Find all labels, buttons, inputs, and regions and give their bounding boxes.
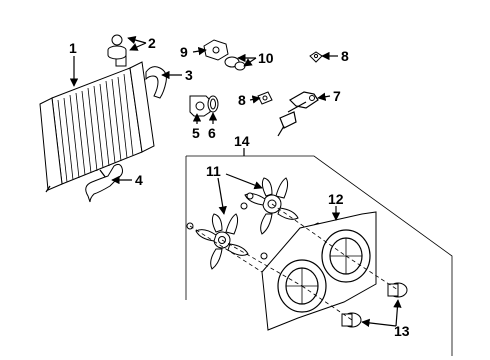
callout-13: 13 xyxy=(394,323,410,339)
gasket-small-left xyxy=(257,91,273,105)
leader-lines xyxy=(69,35,402,328)
callout-11: 11 xyxy=(206,163,221,179)
fan-motor-lower xyxy=(341,312,362,328)
lower-hose xyxy=(85,163,123,203)
callout-14: 14 xyxy=(234,133,250,149)
callout-labels: 1 2 3 4 5 6 7 8 8 9 10 11 12 13 14 xyxy=(69,35,410,339)
callout-8-left: 8 xyxy=(238,92,246,108)
callout-6: 6 xyxy=(208,125,216,141)
callout-9: 9 xyxy=(180,44,188,60)
fan-blade-upper xyxy=(244,177,299,235)
thermostat xyxy=(224,56,246,71)
callout-5: 5 xyxy=(192,125,200,141)
callout-10: 10 xyxy=(258,50,274,66)
callout-2: 2 xyxy=(148,35,156,51)
fan-shroud xyxy=(261,211,377,331)
callout-3: 3 xyxy=(185,67,193,83)
fan-assembly-box xyxy=(185,155,453,356)
radiator-cap xyxy=(107,34,127,60)
callout-12: 12 xyxy=(328,191,344,207)
thermostat-housing xyxy=(189,95,211,117)
callout-1: 1 xyxy=(69,40,77,56)
fan-blade-lower xyxy=(195,213,249,270)
water-outlet-tubes xyxy=(277,91,319,137)
thermostat-gasket xyxy=(207,95,219,113)
upper-hose xyxy=(145,66,167,99)
callout-4: 4 xyxy=(135,172,143,188)
water-inlet xyxy=(203,39,229,61)
fan-motor-upper xyxy=(387,282,408,298)
assembly-dashed-lines xyxy=(189,203,399,321)
callout-7: 7 xyxy=(333,88,341,104)
callout-8-right: 8 xyxy=(341,48,349,64)
radiator xyxy=(39,55,155,193)
gasket-small-right xyxy=(309,51,323,63)
